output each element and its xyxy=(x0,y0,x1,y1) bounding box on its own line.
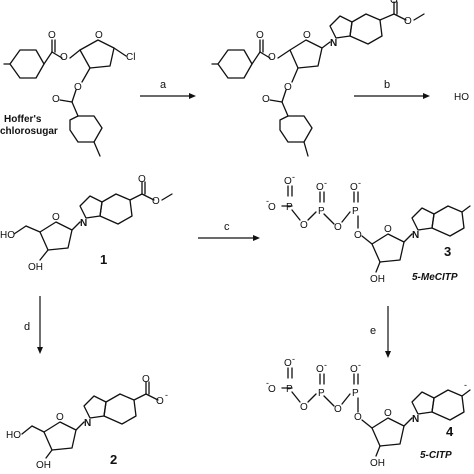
atom-o: O xyxy=(156,396,164,407)
atom-n: N xyxy=(330,38,337,49)
charge-minus: - xyxy=(324,360,327,370)
atom-oh: OH xyxy=(370,274,385,285)
arrow-e-head xyxy=(385,351,391,358)
compound-2-structure xyxy=(21,381,159,459)
reagent-name-line2: chlorosugar xyxy=(0,126,58,137)
step-label-e: e xyxy=(370,325,376,337)
atom-p: P xyxy=(352,206,359,217)
atom-o: O xyxy=(354,412,362,423)
atom-o: O xyxy=(300,220,308,231)
atom-o: O xyxy=(152,196,160,207)
charge-minus: - xyxy=(165,390,168,400)
arrow-c-head xyxy=(253,235,260,241)
atom-oh: OH xyxy=(28,262,43,273)
atom-o: O xyxy=(60,52,68,63)
atom-o: O xyxy=(268,384,276,395)
atom-o: O xyxy=(354,230,362,241)
atom-o: O xyxy=(284,358,292,369)
compound-4-number: 4 xyxy=(446,424,454,439)
atom-p: P xyxy=(318,388,325,399)
arrow-d-head xyxy=(37,347,43,354)
atom-o: O xyxy=(262,94,270,105)
charge-minus: - xyxy=(324,178,327,188)
atom-o: O xyxy=(404,16,412,27)
charge-minus: - xyxy=(266,378,269,388)
atom-o: O xyxy=(138,174,146,185)
atom-ho: HO xyxy=(6,430,21,441)
arrow-b-head xyxy=(423,93,430,99)
atom-n: N xyxy=(80,218,87,229)
charge-minus: - xyxy=(292,172,295,182)
atom-o: O xyxy=(384,408,392,419)
atom-o: O xyxy=(390,0,398,6)
atom-o: O xyxy=(284,82,292,93)
atom-o: O xyxy=(56,412,64,423)
step-label-b: b xyxy=(384,79,390,91)
compound-2-number: 2 xyxy=(110,452,117,467)
atom-o: O xyxy=(268,202,276,213)
hoffers-chlorosugar-structure xyxy=(3,39,127,157)
protected-nucleoside-structure xyxy=(211,1,425,157)
charge-minus: - xyxy=(358,360,361,370)
step-label-a: a xyxy=(160,79,167,91)
atom-p: P xyxy=(286,384,293,395)
atom-o: O xyxy=(300,402,308,413)
atom-o: O xyxy=(52,94,60,105)
atom-p: P xyxy=(318,206,325,217)
atom-p: P xyxy=(352,388,359,399)
atom-o: O xyxy=(316,364,324,375)
atom-o: O xyxy=(74,82,82,93)
atom-ho: HO xyxy=(454,92,469,103)
compound-4-name: 5-CITP xyxy=(420,450,452,461)
compound-1-number: 1 xyxy=(100,252,107,267)
reagent-name-line1: Hoffer's xyxy=(4,114,42,125)
atom-cl: Cl xyxy=(126,52,135,63)
atom-o: O xyxy=(316,182,324,193)
atom-o: O xyxy=(95,30,103,41)
atom-o: O xyxy=(334,222,342,233)
atom-o: O xyxy=(52,212,60,223)
atom-o: O xyxy=(350,182,358,193)
atom-o: O xyxy=(284,176,292,187)
atom-o: O xyxy=(268,52,276,63)
atom-n: N xyxy=(412,414,419,425)
atom-o: O xyxy=(334,404,342,415)
charge-minus: - xyxy=(266,196,269,206)
charge-minus: - xyxy=(358,178,361,188)
step-label-c: c xyxy=(224,221,230,233)
atom-o: O xyxy=(350,364,358,375)
atom-n: N xyxy=(84,418,91,429)
atom-o: O xyxy=(142,374,150,385)
atom-p: P xyxy=(286,202,293,213)
charge-minus: - xyxy=(292,354,295,364)
compound-1-structure xyxy=(13,181,173,261)
arrow-a-head xyxy=(189,93,196,99)
compound-4-structure xyxy=(281,367,471,457)
atom-oh: OH xyxy=(36,460,51,471)
compound-3-structure xyxy=(281,185,471,273)
atom-o: O xyxy=(303,30,311,41)
atom-n: N xyxy=(412,230,419,241)
compound-3-number: 3 xyxy=(444,244,451,259)
atom-o: O xyxy=(256,30,264,41)
step-label-d: d xyxy=(24,321,30,333)
atom-ho: HO xyxy=(0,230,15,241)
charge-minus: - xyxy=(464,380,467,390)
compound-3-name: 5-MeCITP xyxy=(412,272,458,283)
atom-o: O xyxy=(48,30,56,41)
atom-oh: OH xyxy=(370,458,385,469)
atom-o: O xyxy=(384,224,392,235)
